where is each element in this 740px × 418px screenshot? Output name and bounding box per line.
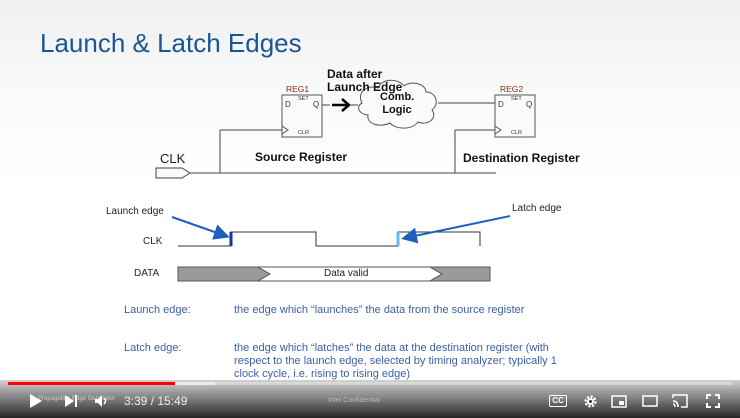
definition-term-launch: Launch edge:: [124, 304, 191, 316]
destination-register-label: Destination Register: [463, 151, 580, 165]
captions-button[interactable]: CC: [548, 390, 568, 412]
reg2-pin-set: SET: [511, 96, 522, 102]
time-display: 3:39 / 15:49: [124, 394, 188, 408]
progress-played: [8, 382, 176, 385]
reg2-pin-clr: CLR: [511, 130, 523, 136]
volume-button[interactable]: [92, 390, 112, 412]
fullscreen-button[interactable]: [703, 390, 723, 412]
reg1-pin-clr: CLR: [298, 130, 310, 136]
data-invalid-left: [177, 266, 271, 282]
cast-icon: [672, 394, 688, 408]
volume-icon: [95, 395, 107, 407]
miniplayer-icon: [611, 394, 627, 408]
miniplayer-button[interactable]: [609, 390, 629, 412]
reg1-label: REG1: [286, 84, 310, 94]
next-icon: [65, 395, 77, 407]
reg2-label: REG2: [500, 84, 524, 94]
launch-edge-label: Launch edge: [106, 206, 164, 217]
cast-button[interactable]: [670, 390, 690, 412]
play-icon: [30, 394, 42, 408]
latch-edge-label: Latch edge: [512, 203, 562, 214]
gear-icon: [583, 394, 597, 408]
fullscreen-icon: [706, 394, 720, 408]
reg1-pin-d: D: [285, 100, 291, 109]
progress-buffered: [175, 382, 216, 385]
timing-data-label: DATA: [134, 268, 160, 279]
settings-button[interactable]: [580, 390, 600, 412]
reg1-pin-set: SET: [298, 96, 309, 102]
theater-mode-button[interactable]: [640, 390, 660, 412]
timing-clk-label: CLK: [143, 236, 163, 247]
video-player-controls: [0, 380, 740, 418]
reg1-pin-q: Q: [313, 100, 320, 109]
slide-title: Launch & Latch Edges: [40, 28, 302, 58]
clk-input-pad: [155, 167, 191, 179]
data-invalid-right: [428, 266, 491, 282]
progress-bar[interactable]: [8, 382, 732, 385]
reg2-pin-d: D: [498, 100, 504, 109]
definition-text-launch: the edge which “launches” the data from …: [234, 304, 525, 316]
data-valid-label: Data valid: [324, 268, 369, 279]
latch-edge-arrow: [401, 215, 511, 244]
footer-text: Intel Confidential: [328, 397, 381, 404]
reg2-pin-q: Q: [526, 100, 533, 109]
definition-text-latch: the edge which “latches” the data at the…: [234, 342, 557, 380]
play-button[interactable]: [26, 390, 46, 412]
launch-edge-arrow: [171, 216, 230, 240]
next-button[interactable]: [62, 390, 80, 412]
cc-icon: CC: [549, 395, 567, 407]
source-register-label: Source Register: [255, 150, 348, 164]
data-after-launch-label: Data after Launch Edge: [327, 67, 403, 94]
comb-logic-label: Comb. Logic: [380, 91, 415, 116]
theater-icon: [642, 395, 658, 407]
clk-input-label: CLK: [160, 151, 186, 166]
circuit-diagram: [155, 79, 536, 282]
comb-logic-cloud: [358, 79, 437, 129]
definition-term-latch: Latch edge:: [124, 342, 182, 354]
